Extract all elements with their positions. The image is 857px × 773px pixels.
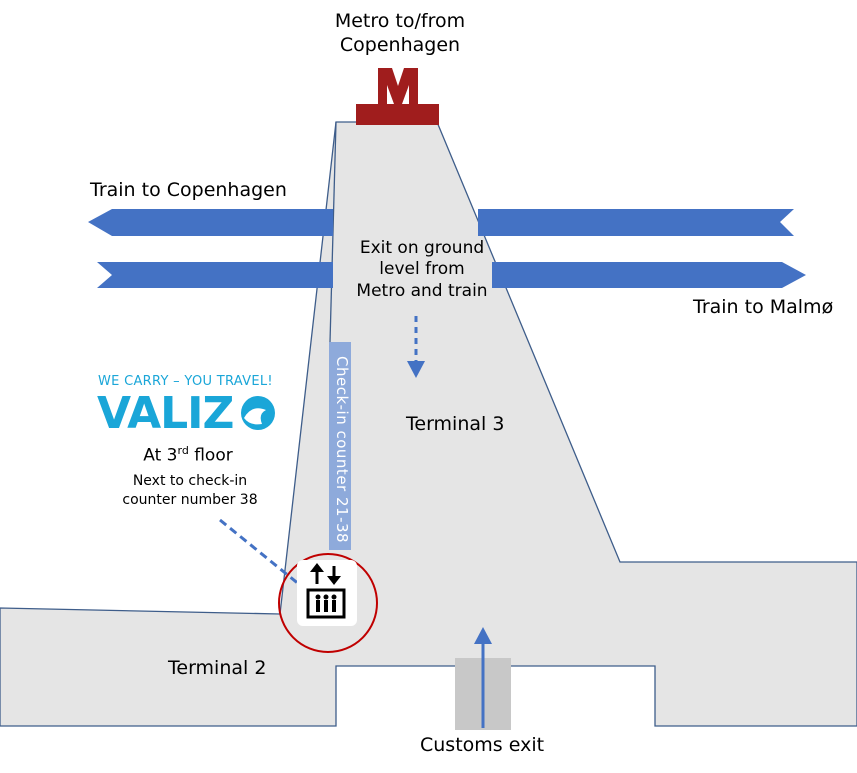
exit-ground-label: Exit on ground level from Metro and trai… [356, 238, 488, 301]
valizo-floor-label: At 3rd floor [143, 444, 233, 466]
metro-sign-icon [356, 68, 439, 125]
terminal-3-label: Terminal 3 [406, 413, 505, 435]
train-copenhagen-label: Train to Copenhagen [90, 179, 287, 201]
terminal-2-label: Terminal 2 [168, 657, 267, 679]
train-malmo-arrow-left [97, 262, 333, 288]
elevator-icon [297, 560, 357, 626]
train-malmo-label: Train to Malmø [693, 296, 834, 318]
train-copenhagen-arrow-right [478, 209, 794, 236]
dashed-arrow-down-head [407, 361, 425, 378]
valizo-slogan: WE CARRY – YOU TRAVEL! [98, 374, 273, 389]
customs-arrow-head [474, 627, 492, 644]
train-copenhagen-arrow [88, 209, 333, 236]
train-malmo-arrow [492, 262, 806, 288]
valizo-logo: VALIZ [97, 388, 234, 439]
elevator-highlight-circle [278, 553, 378, 653]
valizo-logo-swirl [241, 396, 275, 430]
valizo-location-label: Next to check-in counter number 38 [122, 473, 258, 508]
customs-exit-label: Customs exit [420, 734, 545, 756]
metro-label: Metro to/from Copenhagen [334, 10, 466, 56]
checkin-counter-label: Check-in counter 21-38 [333, 356, 351, 544]
valizo-pointer-line [219, 518, 301, 587]
checkin-counter-box [329, 342, 351, 550]
